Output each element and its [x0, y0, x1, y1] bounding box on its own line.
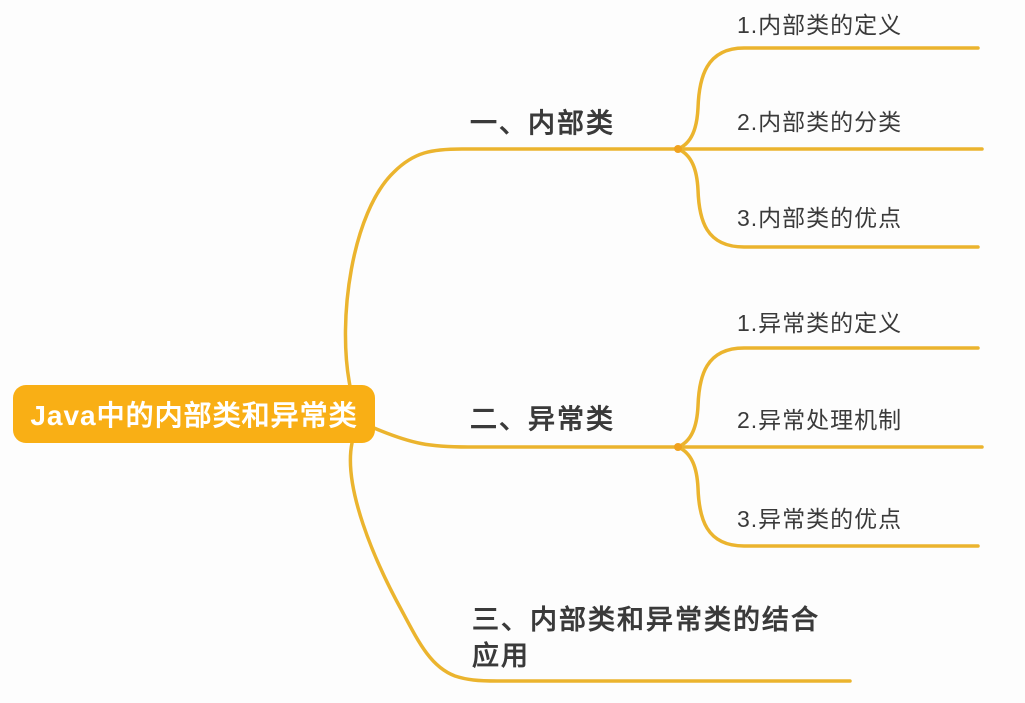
leaf-node-inner-class-advantage[interactable]: 3.内部类的优点 [737, 205, 903, 231]
connector-root-to-combined-application [348, 441, 852, 683]
junction-dot-inner-class [674, 145, 682, 153]
branch-node-exception-class[interactable]: 二、异常类 [470, 404, 615, 435]
leaf-node-inner-class-definition[interactable]: 1.内部类的定义 [737, 12, 903, 38]
connector-exception-class-definition [676, 346, 980, 449]
leaf-node-exception-handling[interactable]: 2.异常处理机制 [737, 407, 903, 433]
branch-node-inner-class[interactable]: 一、内部类 [470, 108, 615, 139]
leaf-node-exception-class-advantage[interactable]: 3.异常类的优点 [737, 506, 903, 532]
root-node[interactable]: Java中的内部类和异常类 [13, 385, 375, 443]
connector-root-to-exception-class [372, 426, 680, 449]
leaf-node-inner-class-category[interactable]: 2.内部类的分类 [737, 109, 903, 135]
connector-exception-class-advantage [676, 445, 980, 548]
branch-node-combined-application[interactable]: 三、内部类和异常类的结合应用 [472, 605, 820, 671]
root-node-label: Java中的内部类和异常类 [30, 400, 358, 431]
junction-dot-exception-class [674, 443, 682, 451]
connector-inner-class-advantage [676, 147, 980, 249]
connector-inner-class-definition [676, 46, 980, 151]
leaf-node-exception-class-definition[interactable]: 1.异常类的定义 [737, 310, 903, 336]
connector-root-to-inner-class [343, 147, 680, 388]
